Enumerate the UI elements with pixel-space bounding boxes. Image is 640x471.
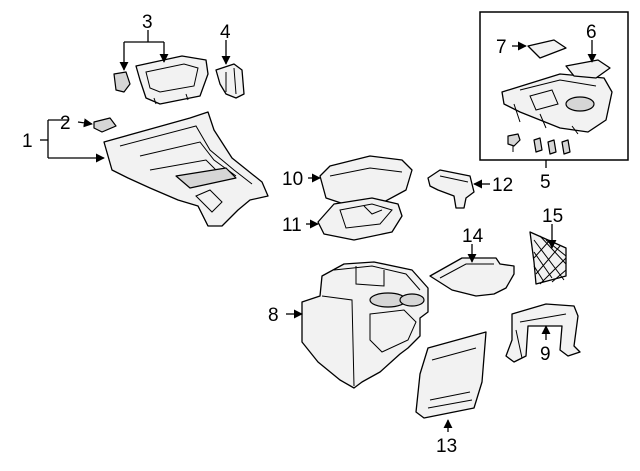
- part-14-mat: [429, 257, 515, 297]
- part-9-bracket: [505, 303, 581, 363]
- part-12-bracket: [427, 169, 475, 209]
- leader-lines: [40, 30, 597, 432]
- part-1-console-panel: [103, 111, 269, 227]
- callout-15: 15: [542, 206, 563, 227]
- callout-2: 2: [60, 113, 71, 134]
- callout-8: 8: [268, 305, 279, 326]
- callout-10: 10: [282, 169, 303, 190]
- callout-4: 4: [220, 22, 231, 43]
- callout-9: 9: [540, 344, 551, 365]
- callout-3: 3: [142, 12, 153, 33]
- part-10-armrest-lid: [319, 155, 413, 207]
- callout-6: 6: [586, 22, 597, 43]
- part-8-console-body: [301, 261, 429, 389]
- callout-1: 1: [22, 131, 33, 152]
- callout-14: 14: [462, 226, 484, 247]
- callout-5: 5: [540, 172, 551, 193]
- callout-13: 13: [436, 436, 457, 457]
- part-3-tray: [113, 55, 209, 105]
- part-5-shift-bezel-group: [501, 73, 613, 155]
- part-11-lid-base: [317, 197, 403, 241]
- callout-7: 7: [496, 37, 507, 58]
- part-7-cover: [527, 39, 567, 59]
- callout-labels: 1 2 3 4 5 6 7 8 9 10 11 12 13 14 15: [22, 12, 597, 457]
- part-15-cargo-net: [529, 231, 567, 285]
- inset-box: [479, 11, 629, 161]
- part-4-bracket: [215, 63, 245, 99]
- callout-12: 12: [492, 175, 513, 196]
- part-13-rear-panel: [415, 331, 487, 419]
- callout-11: 11: [282, 215, 302, 236]
- part-2-clip: [93, 117, 117, 133]
